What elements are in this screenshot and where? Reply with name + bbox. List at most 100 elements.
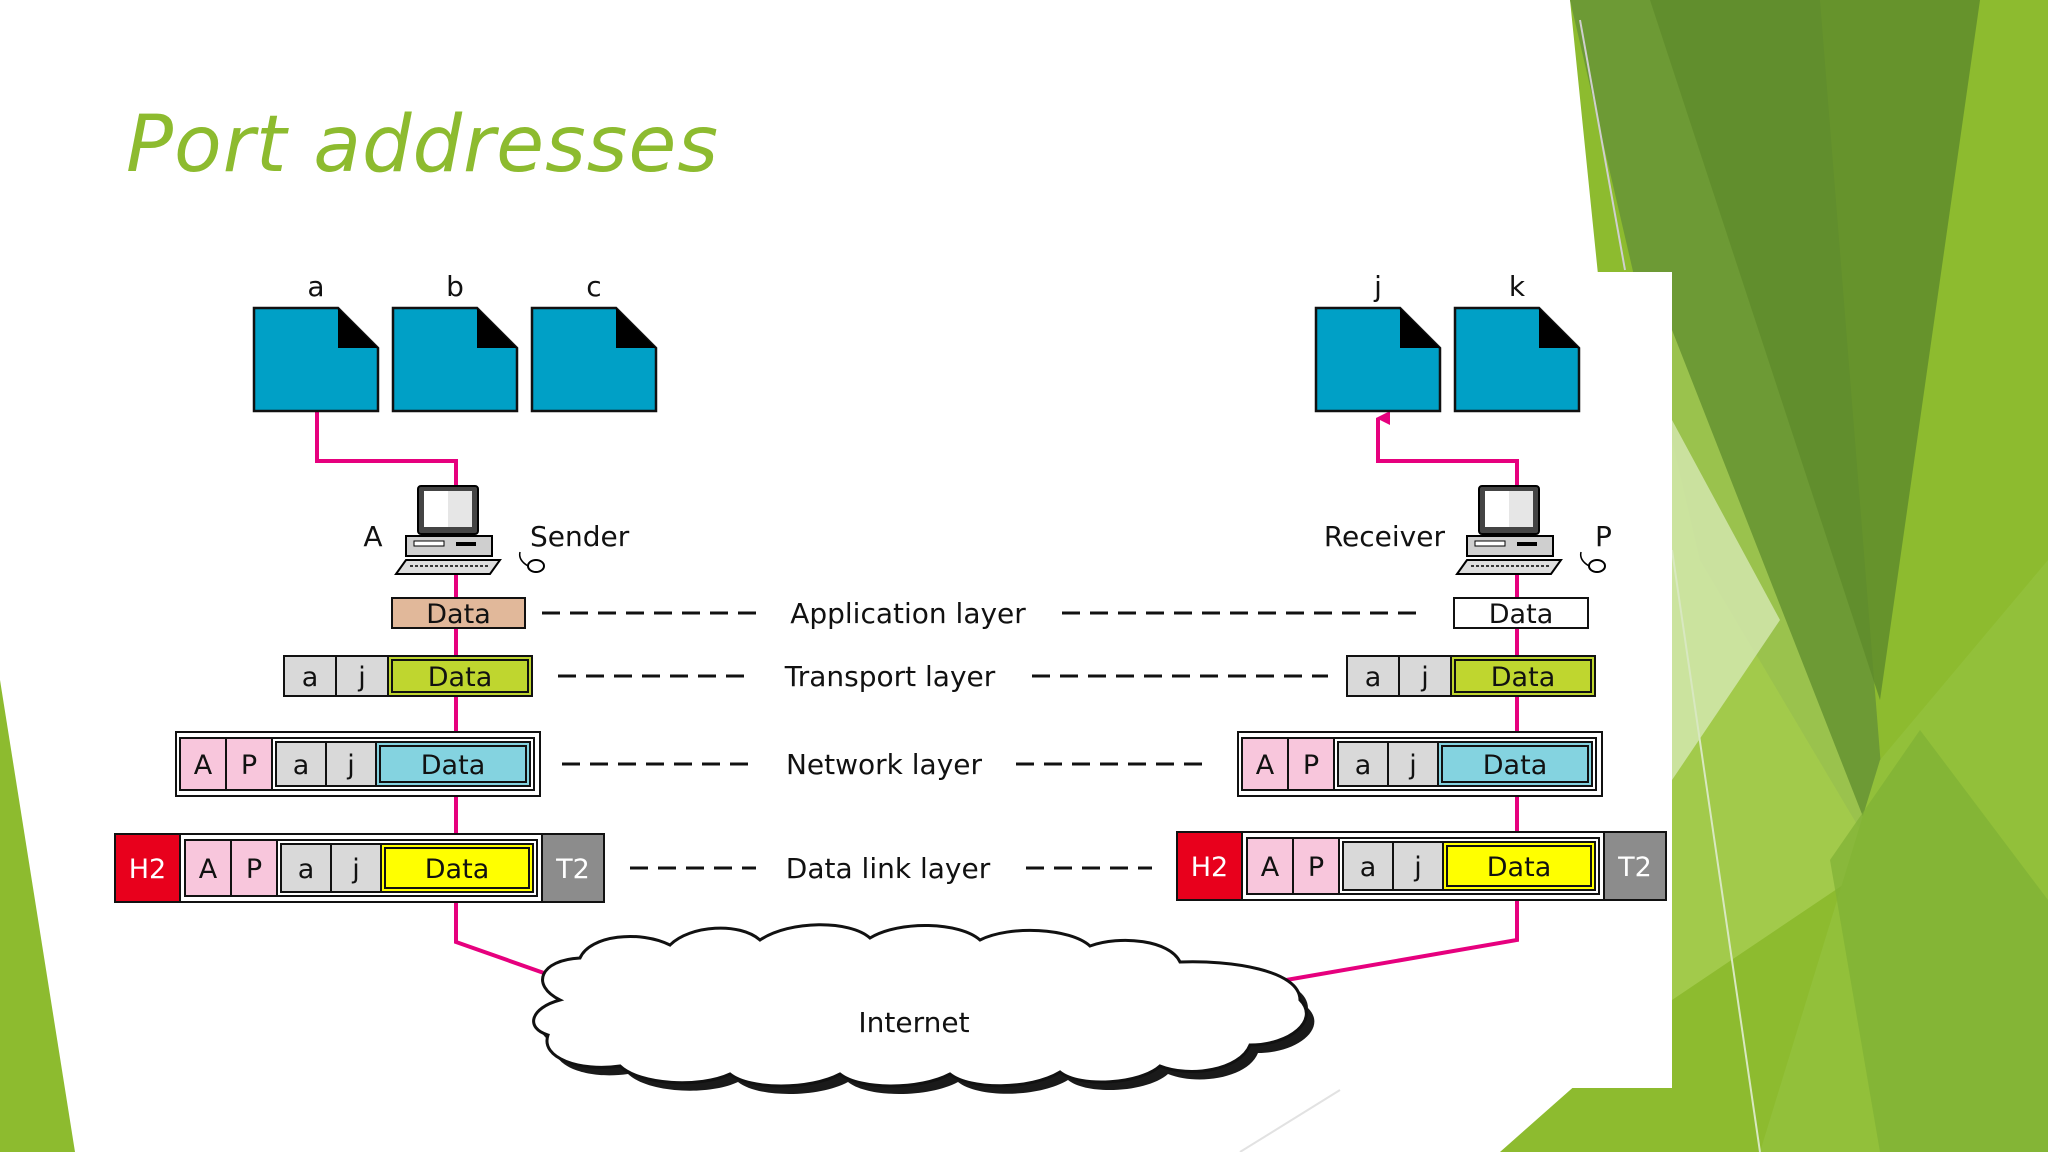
file-fold-corner	[1539, 308, 1579, 348]
label-datalink-layer: Data link layer	[786, 852, 991, 885]
bg-line-1	[1579, 19, 1626, 271]
receiver-transport-dst-port-label: j	[1420, 662, 1429, 693]
bg-line-2	[1671, 549, 1761, 1152]
receiver-transport-src-port-label: a	[1365, 662, 1382, 693]
file-icon	[530, 306, 658, 413]
bg-shape-left	[0, 680, 75, 1152]
file-icon	[1453, 306, 1581, 413]
bg-line-3	[1239, 1089, 1341, 1152]
receiver-datalink-data-label: Data	[1487, 852, 1551, 883]
file-fold-corner	[477, 308, 517, 348]
internet-cloud: Internet	[532, 923, 1315, 1094]
receiver-datalink-data-inner-border	[1446, 845, 1592, 887]
sender-network-dst-port-label: j	[346, 750, 355, 781]
sender-network-src-port-label: a	[293, 750, 310, 781]
receiver-datalink-header-label: H2	[1191, 852, 1228, 883]
sender-datalink-header-label: H2	[129, 854, 166, 885]
receiver-network-data	[1437, 741, 1593, 787]
sender-transport-data	[387, 655, 533, 697]
sender-application-packet: Data	[391, 597, 526, 630]
receiver-datalink-header	[1176, 831, 1243, 901]
sender-datalink-dst-port	[330, 843, 382, 893]
receiver-file-j: j	[1314, 270, 1442, 413]
file-icon	[391, 306, 519, 413]
sender-app-data	[391, 597, 526, 629]
sender-datalink-trailer	[541, 833, 605, 903]
sender-datalink-data-label: Data	[425, 854, 489, 885]
sender-transport-dst-port	[335, 655, 389, 697]
sender-datalink-dst-ip-label: P	[246, 854, 262, 885]
receiver-network-dst-port-label: j	[1408, 750, 1417, 781]
label-network-layer: Network layer	[786, 748, 983, 781]
sender-network-data	[375, 741, 531, 787]
receiver-application-packet: Data	[1453, 597, 1589, 630]
sender-app-data-label: Data	[426, 599, 490, 630]
file-label-c: c	[586, 270, 601, 303]
sender-datalink-dst-port-label: j	[351, 854, 360, 885]
sender-datalink-data-inner-border	[384, 847, 530, 889]
sender-datalink-data	[380, 843, 534, 893]
sender-transport-src-port-label: a	[302, 662, 319, 693]
sender-file-a: a	[252, 270, 380, 413]
sender-transport-packet: a j Data	[283, 655, 533, 697]
bg-shape-lower-2	[1830, 730, 2048, 1152]
receiver-network-data-label: Data	[1483, 750, 1547, 781]
receiver-network-src-ip	[1241, 737, 1289, 791]
receiver-datalink-trailer	[1603, 831, 1667, 901]
receiver-file-k: k	[1453, 270, 1581, 413]
label-application-layer: Application layer	[790, 597, 1026, 630]
receiver-transport-packet: a j Data	[1346, 655, 1596, 697]
sender-network-src-ip-label: A	[194, 750, 213, 781]
file-label-a: a	[307, 270, 324, 303]
sender-file-b: b	[391, 270, 519, 413]
file-fold-corner	[616, 308, 656, 348]
sender-mouse-icon	[518, 551, 545, 573]
bg-shape-light-2	[1672, 420, 1780, 780]
sender-links	[315, 412, 580, 987]
receiver-network-src-port-label: a	[1355, 750, 1372, 781]
receiver-transport-data-label: Data	[1491, 662, 1555, 693]
sender-transport-dst-port-label: j	[357, 662, 366, 693]
link-receiver-internet	[1239, 900, 1519, 990]
sender-transport-data-label: Data	[428, 662, 492, 693]
sender-network-data-label: Data	[421, 750, 485, 781]
file-label-b: b	[446, 270, 464, 303]
receiver-datalink-src-ip-label: A	[1261, 852, 1280, 883]
label-transport-layer: Transport layer	[784, 660, 996, 693]
receiver-transport-data	[1450, 655, 1596, 697]
receiver-links	[1239, 411, 1519, 990]
sender-datalink-src-port-label: a	[298, 854, 315, 885]
link-sender-internet	[454, 902, 580, 987]
sender-network-src-ip	[179, 737, 227, 791]
receiver-host-label: P	[1595, 520, 1612, 553]
sender-datalink-src-ip	[184, 839, 232, 897]
sender-file-c: c	[530, 270, 658, 413]
receiver-datalink-data	[1442, 841, 1596, 891]
receiver-mouse-icon	[1579, 551, 1606, 573]
file-fold-corner	[338, 308, 378, 348]
receiver-datalink-dst-port	[1392, 841, 1444, 891]
sender-datalink-dst-ip	[230, 839, 278, 897]
link-file-a-to-sender	[315, 412, 458, 490]
receiver-role-label: Receiver	[1324, 520, 1446, 553]
sender-computer-icon	[394, 485, 502, 575]
receiver-network-dst-ip	[1287, 737, 1335, 791]
sender-transport-data-inner-border	[391, 659, 529, 693]
file-fold-corner	[1400, 308, 1440, 348]
layer-labels: Application layer Transport layer Networ…	[542, 597, 1424, 885]
sender-network-data-inner-border	[379, 745, 527, 783]
bg-shape-light-1	[1672, 330, 1880, 1000]
sender-datalink-src-port	[280, 843, 332, 893]
internet-cloud-shape	[532, 923, 1308, 1088]
sender-host-label: A	[363, 520, 382, 553]
receiver-computer-icon	[1455, 485, 1563, 575]
file-label-k: k	[1509, 270, 1526, 303]
link-receiver-to-file-j	[1376, 411, 1519, 490]
sender-datalink-header	[114, 833, 181, 903]
file-icon	[252, 306, 380, 413]
